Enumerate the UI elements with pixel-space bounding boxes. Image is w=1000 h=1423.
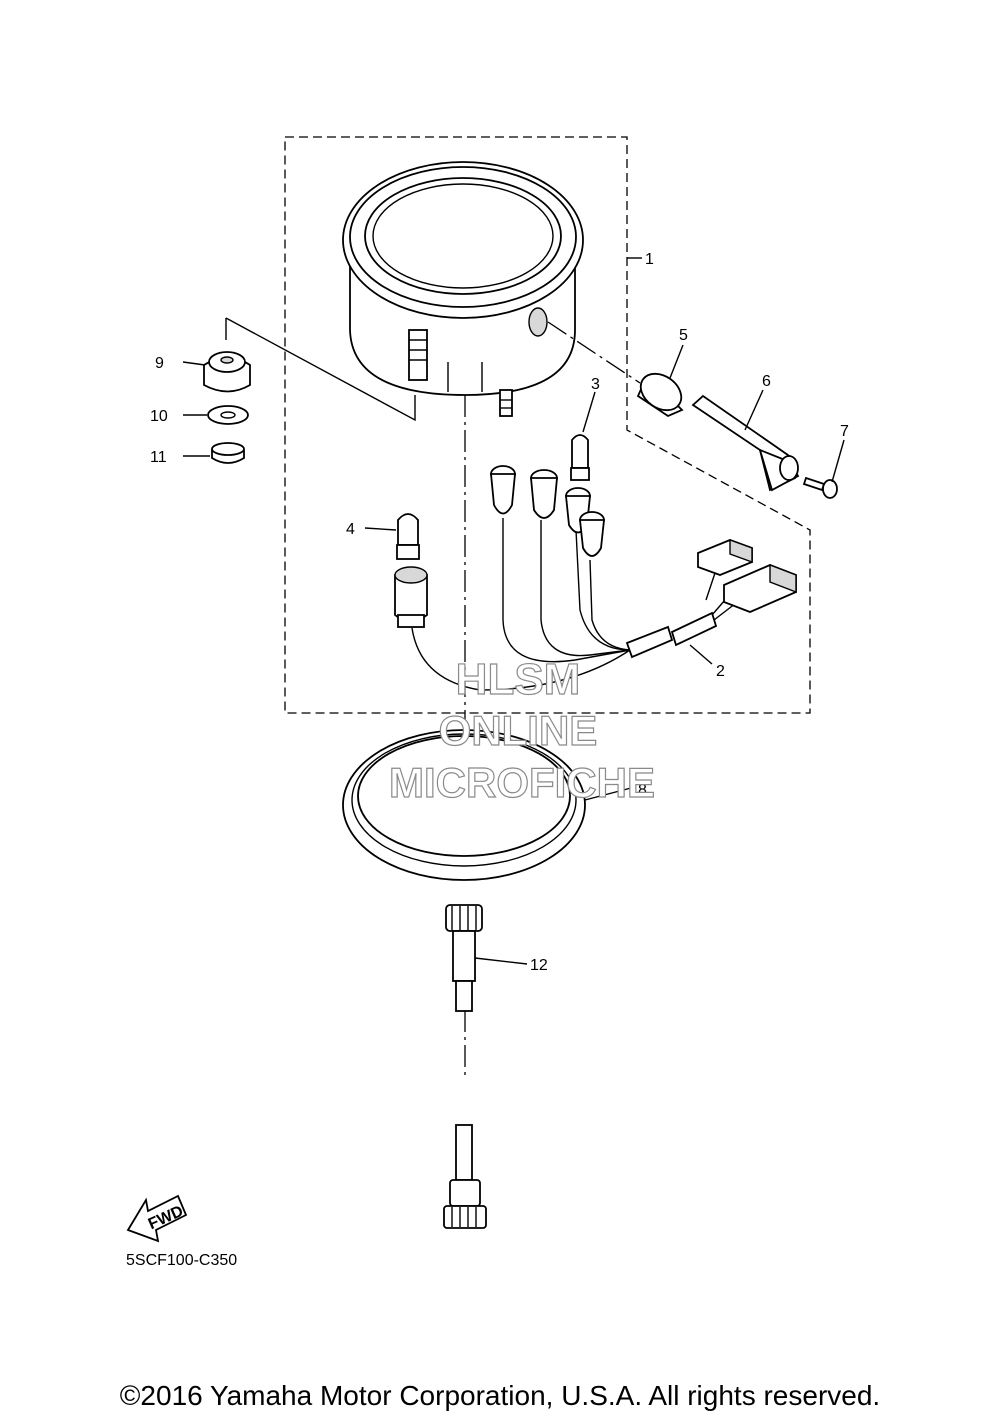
- callout-12: 12: [530, 957, 548, 974]
- callout-7: 7: [840, 423, 849, 440]
- watermark-line-1: HLSM: [456, 655, 581, 704]
- copyright-notice: ©2016 Yamaha Motor Corporation, U.S.A. A…: [119, 1380, 881, 1411]
- wire-harness: [394, 465, 797, 691]
- screw: [802, 476, 838, 499]
- grommet: [203, 351, 251, 393]
- callout-9: 9: [155, 355, 164, 372]
- nut: [211, 442, 245, 464]
- callout-3: 3: [591, 376, 600, 393]
- callout-8: 8: [638, 782, 647, 799]
- callout-10: 10: [150, 408, 168, 425]
- watermark-line-3: MICROFICHE: [389, 759, 655, 806]
- callout-6: 6: [762, 373, 771, 390]
- callout-11: 11: [150, 449, 167, 466]
- washer: [207, 405, 249, 425]
- fwd-arrow-icon: FWD: [126, 1194, 188, 1243]
- meter-cable: [443, 904, 487, 1229]
- collar-guide-line: [547, 321, 641, 384]
- ring-gasket: [342, 729, 586, 881]
- leader-lines: [182, 257, 845, 965]
- callout-4: 4: [346, 521, 355, 538]
- bulb-large: [396, 513, 420, 560]
- tube: [691, 394, 800, 492]
- callout-1: 1: [645, 251, 654, 268]
- callout-5: 5: [679, 327, 688, 344]
- callout-2: 2: [716, 663, 725, 680]
- grommet-guide-line: [225, 317, 416, 422]
- meter-housing: [342, 161, 584, 417]
- watermark-line-2: ONLINE: [439, 707, 598, 754]
- diagram-code: 5SCF100-C350: [126, 1252, 238, 1269]
- assembly-boundary: [284, 136, 811, 714]
- bulb-small: [570, 434, 590, 481]
- collar: [636, 372, 684, 418]
